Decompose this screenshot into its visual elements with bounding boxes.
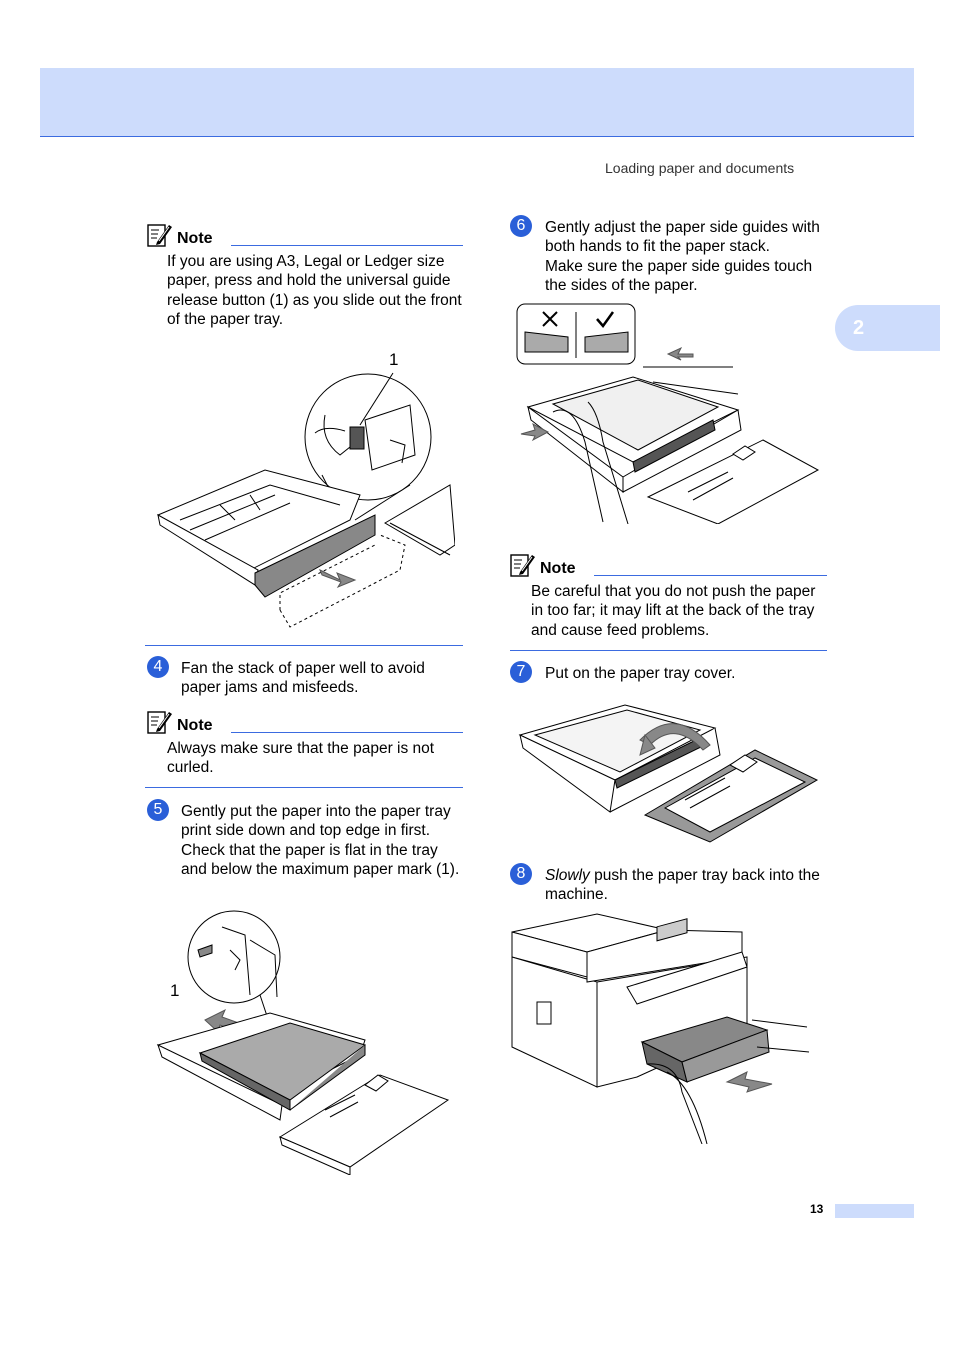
tray-cover-illustration <box>518 704 819 843</box>
figure-5-callout: 1 <box>170 981 180 1000</box>
step-8-rest: push the paper tray back into the machin… <box>545 867 820 904</box>
note-3-text: Be careful that you do not push the pape… <box>531 583 816 639</box>
tray-release-illustration <box>156 372 455 628</box>
note-3-title: Note <box>540 560 576 577</box>
step-6-number: 6 <box>510 215 532 237</box>
step-4-number: 4 <box>147 656 169 678</box>
note-pencil-icon <box>147 711 172 734</box>
note-1-rule <box>230 245 463 246</box>
footer-bar <box>835 1204 914 1218</box>
step-5-text: Gently put the paper into the paper tray… <box>181 803 460 878</box>
note-1-header: Note <box>147 222 463 248</box>
step-4-text: Fan the stack of paper well to avoid pap… <box>181 660 425 697</box>
paper-in-tray-illustration <box>156 910 450 1175</box>
page-number: 13 <box>810 1202 824 1216</box>
running-head: Loading paper and documents <box>605 160 795 176</box>
note-pencil-icon <box>510 554 535 577</box>
side-guides-illustration <box>516 303 820 524</box>
rule-3 <box>510 650 827 651</box>
step-5-number: 5 <box>147 799 169 821</box>
figure-tray-release <box>150 345 455 630</box>
note-2: Note <box>147 709 463 735</box>
step-8-number: 8 <box>510 863 532 885</box>
step-7-text: Put on the paper tray cover. <box>545 665 736 682</box>
note-1-title: Note <box>177 230 213 247</box>
figure-paper-in-tray <box>150 905 455 1175</box>
cross-mark-icon <box>542 311 558 327</box>
note-2-title: Note <box>177 717 213 734</box>
note-pencil-icon <box>147 224 172 247</box>
rule-2 <box>145 787 463 788</box>
step-6-text-1: Gently adjust the paper side guides with… <box>545 219 820 256</box>
note-2-header: Note <box>147 709 463 735</box>
step-8-text: Slowly push the paper tray back into the… <box>545 866 830 905</box>
note-2-text: Always make sure that the paper is not c… <box>167 740 435 777</box>
step-8-emphasis: Slowly <box>545 867 590 884</box>
machine-illustration <box>511 913 810 1144</box>
note-1: Note <box>147 222 463 248</box>
step-7-number: 7 <box>510 661 532 683</box>
chapter-tab: 2 <box>835 305 940 351</box>
figure-side-guides <box>513 302 823 524</box>
note-2-rule <box>230 732 463 733</box>
figure-machine <box>507 912 812 1144</box>
header-band <box>40 68 914 137</box>
note-1-text: If you are using A3, Legal or Ledger siz… <box>167 253 462 328</box>
check-mark-icon <box>596 311 615 329</box>
note-3-header: Note <box>510 552 827 578</box>
step-6-text-2: Make sure the paper side guides touch th… <box>545 258 813 295</box>
figure-1-callout: 1 <box>389 350 399 369</box>
rule-1 <box>145 645 463 646</box>
figure-tray-cover <box>515 700 820 848</box>
chapter-tab-number: 2 <box>853 316 865 339</box>
note-3: Note <box>510 552 827 578</box>
note-3-rule <box>593 575 827 576</box>
